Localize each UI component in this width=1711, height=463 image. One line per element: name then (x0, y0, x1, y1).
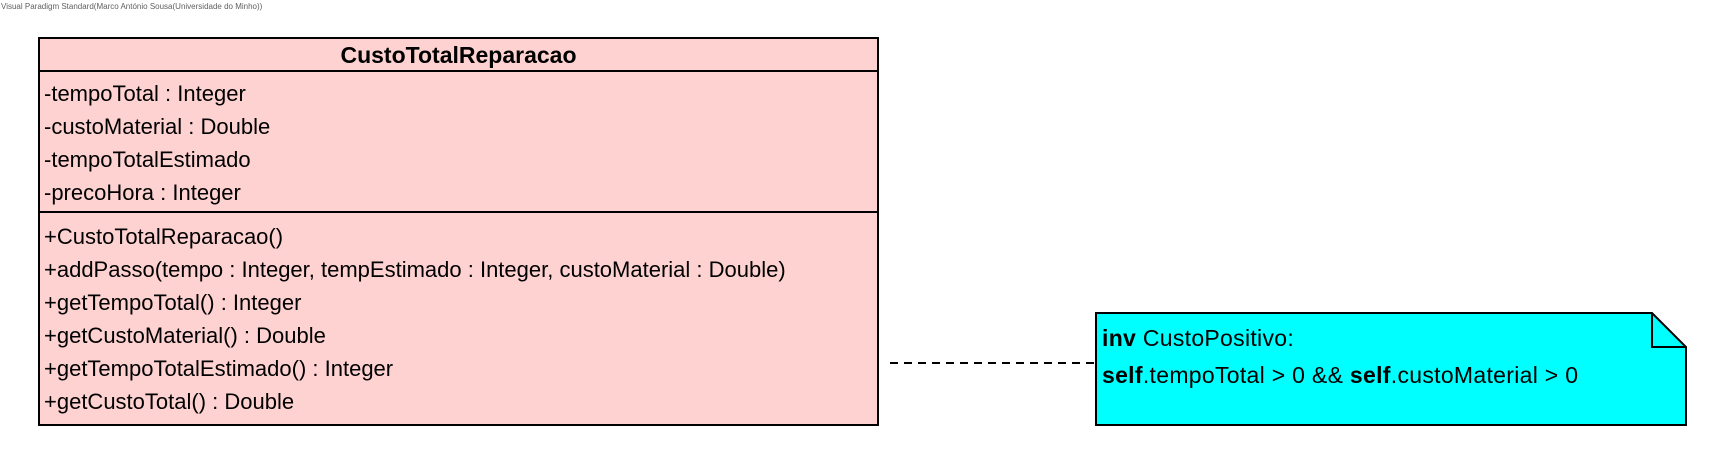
self-keyword: self (1349, 362, 1391, 388)
watermark-text: Visual Paradigm Standard(Marco António S… (1, 2, 263, 11)
note-text: inv CustoPositivo: self.tempoTotal > 0 &… (1102, 320, 1578, 394)
constraint-note[interactable]: inv CustoPositivo: self.tempoTotal > 0 &… (1095, 312, 1687, 426)
operation-row: +addPasso(tempo : Integer, tempEstimado … (44, 257, 786, 282)
attribute-row: -custoMaterial : Double (44, 114, 271, 139)
operation-row: +CustoTotalReparacao() (44, 224, 284, 249)
invariant-name: CustoPositivo: (1136, 325, 1295, 351)
note-shape (1095, 312, 1687, 426)
note-line-2: self.tempoTotal > 0 && self.custoMateria… (1102, 357, 1578, 394)
uml-class-box[interactable]: CustoTotalReparacao -tempoTotal : Intege… (38, 37, 879, 426)
note-folded-corner (1651, 313, 1686, 348)
constraint-expr-1: .tempoTotal > 0 && (1142, 362, 1350, 388)
inv-keyword: inv (1102, 325, 1137, 351)
attributes-compartment: -tempoTotal : Integer -custoMaterial : D… (40, 72, 877, 213)
self-keyword: self (1102, 362, 1143, 388)
operation-row: +getTempoTotal() : Integer (44, 290, 302, 315)
note-body (1095, 312, 1687, 426)
attribute-row: -precoHora : Integer (44, 180, 241, 205)
attribute-row: -tempoTotal : Integer (44, 81, 246, 106)
note-line-1: inv CustoPositivo: (1102, 320, 1578, 357)
attribute-row: -tempoTotalEstimado (44, 147, 251, 172)
class-name: CustoTotalReparacao (40, 39, 877, 72)
operation-row: +getCustoMaterial() : Double (44, 323, 326, 348)
operations-compartment: +CustoTotalReparacao() +addPasso(tempo :… (40, 213, 877, 418)
operation-row: +getCustoTotal() : Double (44, 389, 295, 414)
constraint-expr-2: .custoMaterial > 0 (1390, 362, 1579, 388)
operation-row: +getTempoTotalEstimado() : Integer (44, 356, 394, 381)
